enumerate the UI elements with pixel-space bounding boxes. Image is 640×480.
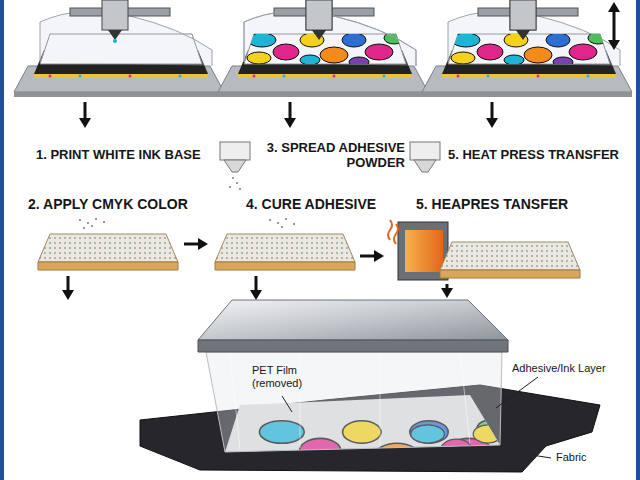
callout-label: Fabric bbox=[556, 451, 587, 464]
step-label: 3. SPREAD ADHESIVE POWDER bbox=[255, 141, 405, 171]
callout-label: PET Film (removed) bbox=[252, 364, 318, 389]
step-label: 1. PRINT WHITE INK BASE bbox=[36, 148, 201, 163]
step-label: 2. APPLY CMYK COLOR bbox=[28, 196, 188, 212]
step-label: 4. CURE ADHESIVE bbox=[246, 196, 376, 212]
step-label: 5. HEAPRES TANSFER bbox=[416, 196, 568, 212]
callout-label: Adhesive/Ink Layer bbox=[512, 362, 606, 375]
step-label: 5. HEAT PRESS TRANSFER bbox=[448, 148, 619, 163]
